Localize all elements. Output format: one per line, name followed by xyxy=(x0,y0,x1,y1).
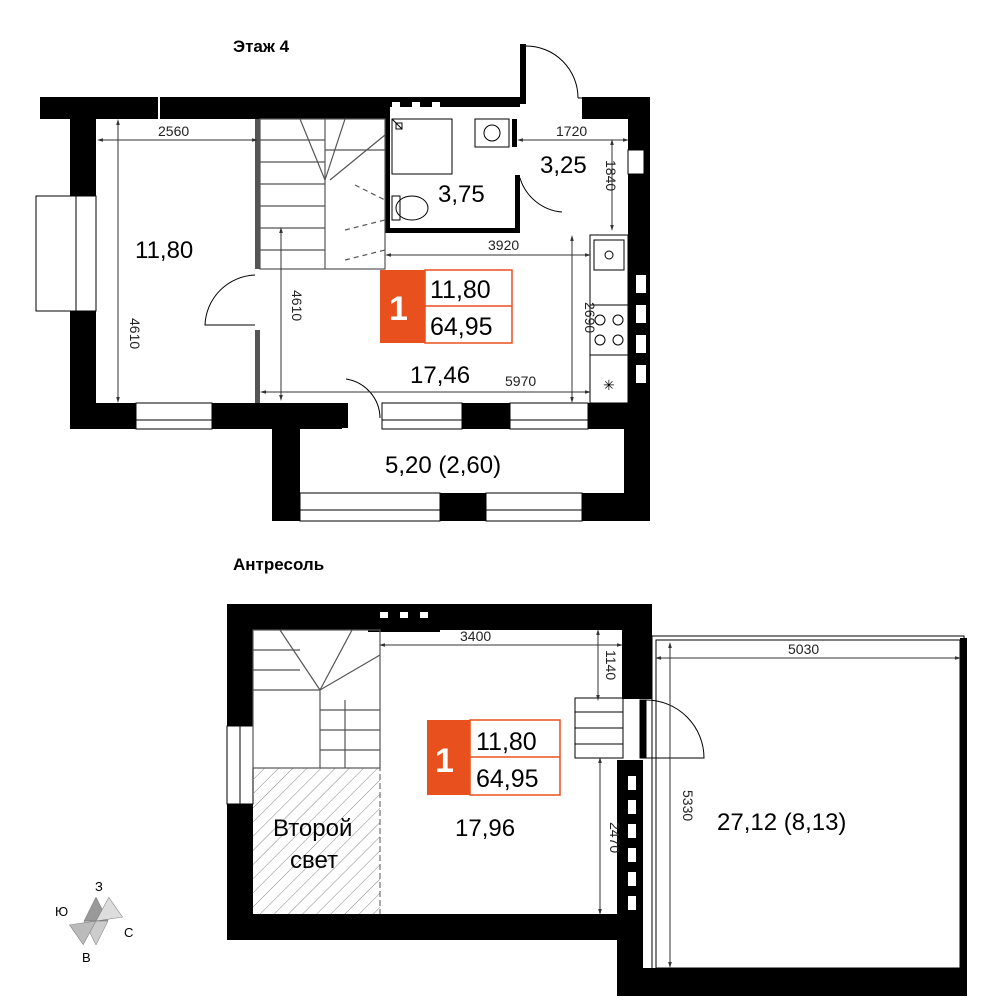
room-area-left: 11,80 xyxy=(135,237,193,264)
floor4-walls xyxy=(35,97,650,522)
dim-2470: 2470 xyxy=(607,822,623,853)
balcony-door xyxy=(342,378,381,428)
staircase-floor4 xyxy=(259,118,386,270)
room-area-bathroom: 3,75 xyxy=(438,181,485,208)
badge-total-area: 64,95 xyxy=(430,313,493,341)
compass-west: З xyxy=(95,879,103,894)
dim-4610-left: 4610 xyxy=(127,318,143,349)
room-area-terrace: 27,12 (8,13) xyxy=(717,809,846,836)
dim-2560: 2560 xyxy=(158,123,189,139)
compass-east: В xyxy=(82,950,91,965)
badge-total-area: 64,95 xyxy=(476,765,539,793)
kitchen-unit: ✳ xyxy=(589,234,629,404)
dim-3400: 3400 xyxy=(460,628,491,644)
terrace-outline xyxy=(651,635,965,972)
dim-1720: 1720 xyxy=(556,123,587,139)
room-area-living: 17,46 xyxy=(410,362,470,389)
compass-rose: З Ю С В xyxy=(55,879,133,965)
dim-2690: 2690 xyxy=(582,302,598,333)
second-light-label-line2: свет xyxy=(290,847,338,874)
room-area-balcony: 5,20 (2,60) xyxy=(385,452,501,479)
badge-living-area: 11,80 xyxy=(430,276,491,304)
bathroom-fixtures xyxy=(391,118,563,221)
dim-5030: 5030 xyxy=(788,641,819,657)
mezzanine-title: Антресоль xyxy=(233,555,324,574)
floor4-title: Этаж 4 xyxy=(233,37,290,56)
dim-4610-mid: 4610 xyxy=(289,290,305,321)
dim-1140: 1140 xyxy=(603,650,619,680)
mezzanine-dimensions xyxy=(379,629,961,968)
dim-1840: 1840 xyxy=(603,160,619,191)
floor4-dimensions xyxy=(97,119,629,403)
badge-rooms: 1 xyxy=(389,290,408,328)
svg-text:✳: ✳ xyxy=(603,377,615,393)
room-area-hall: 3,25 xyxy=(540,152,587,179)
dim-3920: 3920 xyxy=(488,237,519,253)
room-area-mezzanine: 17,96 xyxy=(455,815,515,842)
room-door xyxy=(204,274,256,326)
second-light-label-line1: Второй xyxy=(273,815,352,842)
compass-north: С xyxy=(124,925,133,940)
dim-5330: 5330 xyxy=(680,790,696,821)
mezzanine-walls xyxy=(226,604,967,996)
terrace-door xyxy=(574,697,705,759)
badge-rooms: 1 xyxy=(435,742,454,780)
dim-5970: 5970 xyxy=(505,373,536,389)
mezzanine-badge: 1 11,80 64,95 xyxy=(427,719,561,796)
second-light-area xyxy=(253,768,380,914)
compass-south: Ю xyxy=(55,904,68,919)
floor4-badge: 1 11,80 64,95 xyxy=(380,269,513,344)
badge-living-area: 11,80 xyxy=(476,728,537,756)
staircase-mezzanine xyxy=(252,629,381,769)
entrance-door xyxy=(520,44,582,104)
